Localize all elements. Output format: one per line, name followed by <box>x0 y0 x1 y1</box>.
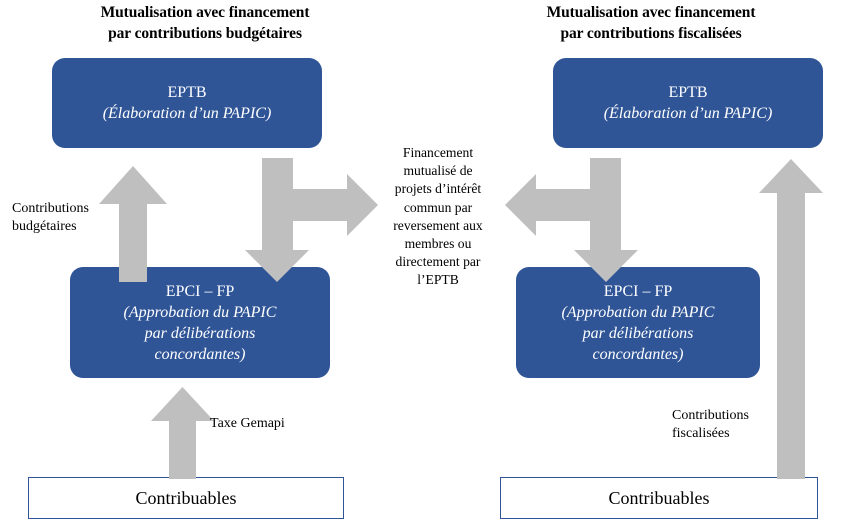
right-title-line-2: par contributions fiscalisées <box>560 25 742 42</box>
left-column-title: Mutualisation avec financement par contr… <box>28 2 382 44</box>
left-title-line-2: par contributions budgétaires <box>108 25 302 42</box>
label-contributions-budgetaires-line-1: Contributions <box>12 201 90 216</box>
arrow-up-icon-contributions-budgetaires <box>99 166 167 282</box>
center-financement-note: Financement mutualisé de projets d’intér… <box>374 144 502 290</box>
center-note-line-3: projets d’intérêt <box>394 181 482 197</box>
right-column-title: Mutualisation avec financement par contr… <box>470 2 832 44</box>
center-note-line-1: Financement <box>402 145 474 160</box>
arrow-bent-down-right-icon <box>240 158 378 282</box>
right-eptb-box: EPTB (Élaboration d’un PAPIC) <box>553 58 823 148</box>
label-contributions-fiscalisees-line-1: Contributions <box>672 408 750 423</box>
left-title-line-1: Mutualisation avec financement <box>100 4 310 21</box>
label-contributions-fiscalisees: Contributions fiscalisées <box>672 407 772 442</box>
left-epci-subtitle-line-3: concordantes) <box>154 345 246 363</box>
right-contribuables-label: Contribuables <box>608 487 710 508</box>
label-contributions-budgetaires: Contributions budgétaires <box>12 200 112 235</box>
label-taxe-gemapi-text: Taxe Gemapi <box>210 416 285 431</box>
center-note-line-6: membres ou <box>404 236 472 252</box>
right-epci-subtitle-line-1: (Approbation du PAPIC <box>561 303 715 321</box>
left-contribuables-label: Contribuables <box>135 487 237 508</box>
label-contributions-budgetaires-line-2: budgétaires <box>12 218 77 234</box>
left-contribuables-box: Contribuables <box>28 477 344 519</box>
center-note-line-5: reversement aux <box>393 217 483 233</box>
right-title-line-1: Mutualisation avec financement <box>546 4 756 21</box>
center-note-line-4: commun par <box>403 199 473 215</box>
arrow-bent-down-left-icon <box>505 158 643 282</box>
right-contribuables-box: Contribuables <box>500 477 818 519</box>
left-eptb-box: EPTB (Élaboration d’un PAPIC) <box>52 58 322 148</box>
right-epci-subtitle-line-2: par délibérations <box>582 324 694 342</box>
right-epci-subtitle-line-3: concordantes) <box>592 345 684 363</box>
label-taxe-gemapi: Taxe Gemapi <box>210 415 330 433</box>
arrow-up-icon-contributions-fiscalisees <box>759 159 823 479</box>
arrow-up-icon-taxe-gemapi <box>151 387 214 479</box>
right-eptb-title: EPTB <box>668 84 708 101</box>
left-eptb-title: EPTB <box>167 84 207 101</box>
right-eptb-subtitle: (Élaboration d’un PAPIC) <box>603 105 773 122</box>
center-note-line-7: directement par <box>395 254 481 270</box>
left-epci-subtitle-line-2: par délibérations <box>144 324 256 342</box>
left-epci-fp-box: EPCI – FP (Approbation du PAPIC par déli… <box>70 267 330 378</box>
left-epci-title: EPCI – FP <box>165 282 235 300</box>
right-epci-fp-box: EPCI – FP (Approbation du PAPIC par déli… <box>516 267 760 378</box>
label-contributions-fiscalisees-line-2: fiscalisées <box>672 425 730 441</box>
right-epci-title: EPCI – FP <box>603 282 673 300</box>
left-epci-subtitle-line-1: (Approbation du PAPIC <box>123 303 277 321</box>
center-note-line-8: l’EPTB <box>417 272 459 288</box>
left-eptb-subtitle: (Élaboration d’un PAPIC) <box>102 105 272 122</box>
center-note-line-2: mutualisé de <box>403 163 473 179</box>
